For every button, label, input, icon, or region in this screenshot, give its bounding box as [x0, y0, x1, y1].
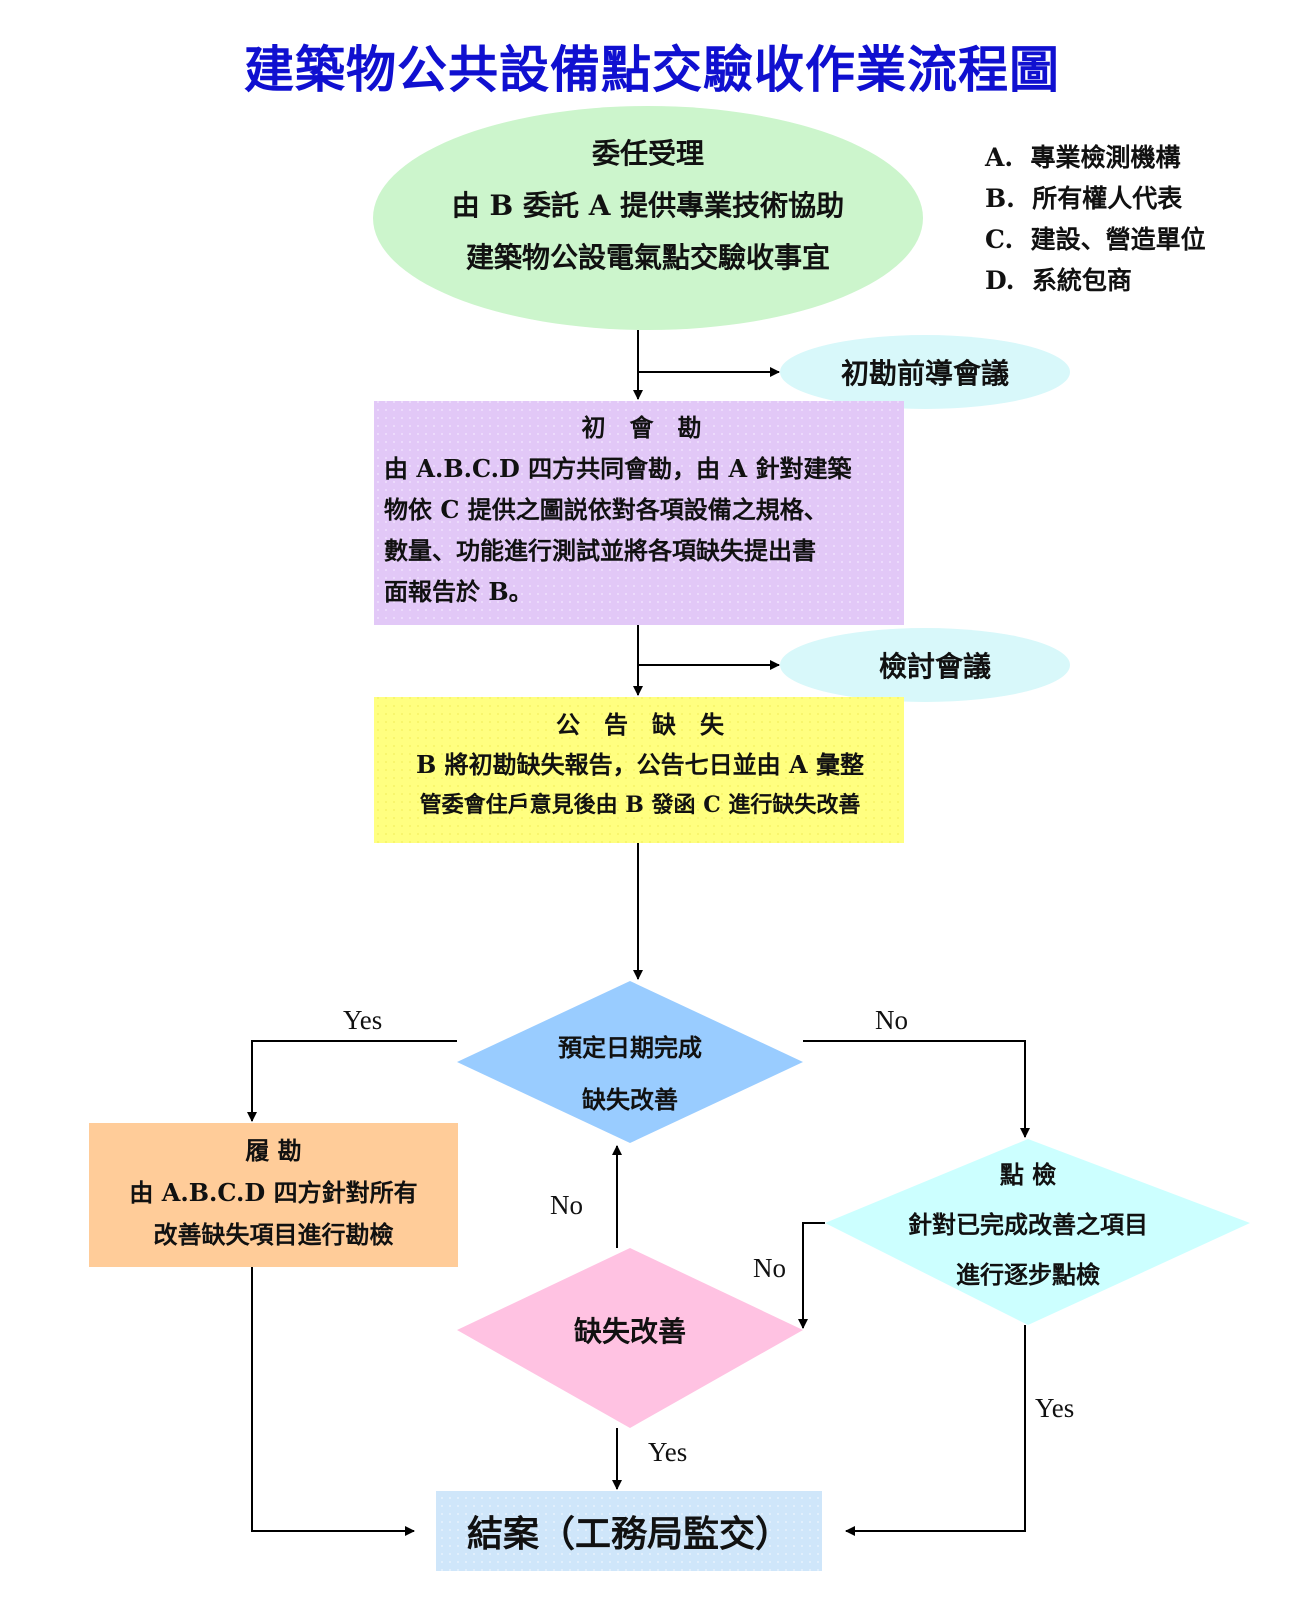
initial-survey-line: 面報告於 B。 — [384, 577, 533, 606]
arrow-resurvey-to-close — [251, 1267, 415, 1536]
announce-node: 公 告 缺 失 B 將初勘缺失報告，公告七日並由 A 彙整 管委會住戶意見後由 … — [380, 705, 900, 825]
start-title: 委任受理 — [591, 137, 704, 170]
start-node: 委任受理 由 B 委託 A 提供專業技術協助 建築物公設電氣點交驗收事宜 — [398, 128, 898, 284]
edge-label-fix-yes: Yes — [648, 1437, 688, 1467]
edge-label-due-yes: Yes — [343, 1005, 383, 1035]
inspect-line: 進行逐步點檢 — [956, 1260, 1100, 1289]
review-meeting-ellipse — [780, 628, 1070, 702]
arrow-inspect-no — [798, 1222, 825, 1329]
due-decision-line: 缺失改善 — [582, 1085, 678, 1114]
review-meeting-label: 檢討會議 — [878, 650, 991, 683]
resurvey-title: 履 勘 — [245, 1136, 302, 1165]
inspect-node: 點 檢 針對已完成改善之項目 進行逐步點檢 — [878, 1150, 1178, 1300]
announce-box — [374, 697, 904, 843]
resurvey-line: 由 A.B.C.D 四方針對所有 — [129, 1178, 418, 1207]
edge-label-inspect-yes: Yes — [1035, 1393, 1075, 1423]
announce-line: B 將初勘缺失報告，公告七日並由 A 彙整 — [416, 750, 864, 779]
pre-meeting-ellipse — [780, 335, 1070, 409]
close-box — [436, 1491, 822, 1571]
legend-item: D. 系統包商 — [985, 266, 1132, 295]
inspect-line: 針對已完成改善之項目 — [908, 1210, 1148, 1239]
arrow-decision-no — [803, 1040, 1030, 1138]
legend-item: A. 專業檢測機構 — [985, 143, 1181, 172]
due-decision-diamond — [457, 981, 803, 1143]
pre-meeting-label: 初勘前導會議 — [840, 357, 1009, 390]
announce-line: 管委會住戶意見後由 B 發函 C 進行缺失改善 — [419, 792, 861, 818]
fix-label: 缺失改善 — [573, 1315, 686, 1348]
resurvey-line: 改善缺失項目進行勘檢 — [153, 1220, 394, 1249]
resurvey-node: 履 勘 由 A.B.C.D 四方針對所有 改善缺失項目進行勘檢 — [89, 1130, 458, 1256]
inspect-diamond — [825, 1139, 1250, 1325]
initial-survey-title: 初 會 勘 — [581, 413, 702, 442]
initial-survey-box — [374, 401, 904, 625]
arrow-inspect-yes-to-close — [845, 1325, 1026, 1536]
start-ellipse — [373, 106, 923, 330]
legend-item: C. 建設、營造單位 — [985, 225, 1206, 254]
close-label: 結案（工務局監交） — [466, 1513, 791, 1555]
arrow-decision-yes — [247, 1040, 457, 1122]
edge-label-fix-no: No — [550, 1190, 583, 1220]
resurvey-box — [89, 1123, 458, 1267]
initial-survey-node: 初 會 勘 由 A.B.C.D 四方共同會勘，由 A 針對建築 物依 C 提供之… — [384, 407, 899, 612]
page-title: 建築物公共設備點交驗收作業流程圖 — [244, 40, 1060, 99]
due-decision-line: 預定日期完成 — [558, 1033, 702, 1062]
edge-label-due-no: No — [875, 1005, 908, 1035]
announce-title: 公 告 缺 失 — [556, 710, 724, 739]
inspect-title: 點 檢 — [999, 1160, 1057, 1189]
start-line: 由 B 委託 A 提供專業技術協助 — [451, 189, 845, 222]
initial-survey-line: 物依 C 提供之圖説依對各項設備之規格、 — [384, 495, 828, 524]
fix-diamond — [457, 1248, 803, 1428]
edge-label-inspect-no: No — [753, 1253, 786, 1283]
initial-survey-line: 數量、功能進行測試並將各項缺失提出書 — [384, 536, 816, 565]
legend: A. 專業檢測機構 B. 所有權人代表 C. 建設、營造單位 D. 系統包商 — [985, 137, 1206, 301]
initial-survey-line: 由 A.B.C.D 四方共同會勘，由 A 針對建築 — [384, 454, 852, 483]
due-decision-node: 預定日期完成 缺失改善 — [500, 1022, 760, 1126]
legend-item: B. 所有權人代表 — [985, 184, 1183, 213]
start-line: 建築物公設電氣點交驗收事宜 — [465, 241, 830, 274]
